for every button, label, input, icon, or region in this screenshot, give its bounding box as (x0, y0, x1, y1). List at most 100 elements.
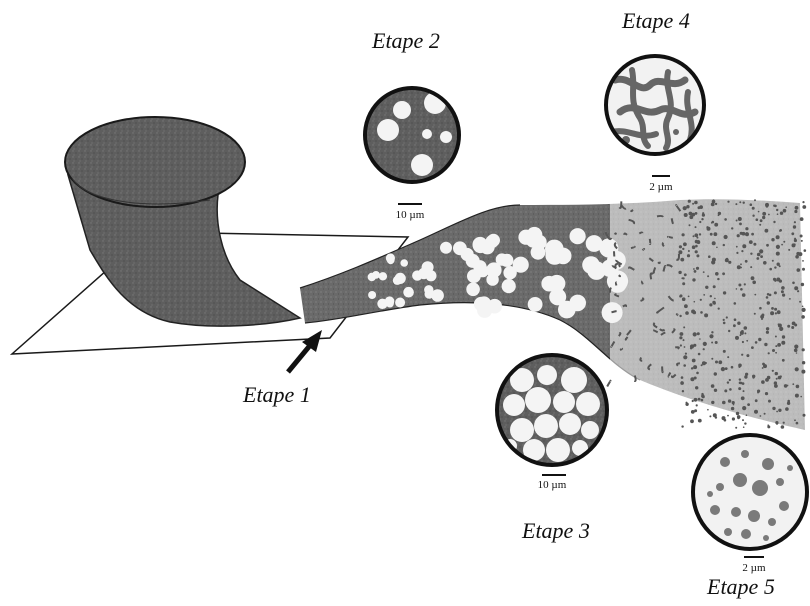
fine-dispersed-particle (707, 491, 713, 497)
fine-particle (715, 341, 718, 344)
fine-particle (779, 229, 782, 232)
fine-particle (795, 206, 799, 210)
fine-particle (800, 235, 803, 238)
fine-particle (737, 234, 740, 237)
fine-particle (781, 341, 785, 345)
fine-particle (695, 250, 698, 253)
fine-particle (714, 389, 717, 392)
strand-droplet (395, 298, 405, 308)
fine-particle (738, 364, 742, 368)
network-segment (619, 264, 620, 267)
fine-particle (680, 332, 684, 336)
fine-particle (760, 219, 763, 222)
fine-particle (766, 331, 769, 334)
fine-particle (757, 253, 761, 257)
fine-particle (778, 323, 780, 325)
fine-particle (710, 295, 712, 297)
fine-particle (714, 372, 717, 375)
strand-droplet (467, 269, 481, 283)
fine-particle (735, 203, 737, 205)
fine-particle (711, 342, 713, 344)
fine-particle (692, 203, 694, 205)
fine-particle (712, 301, 715, 304)
fine-particle (741, 330, 744, 333)
fine-particle (774, 384, 778, 388)
fine-dispersed-particle (733, 473, 747, 487)
fine-particle (752, 207, 755, 210)
fine-particle (745, 232, 749, 236)
fine-particle (683, 326, 685, 328)
fine-particle (712, 200, 716, 204)
fine-particle (727, 415, 729, 417)
fine-particle (723, 244, 725, 246)
fine-particle (762, 212, 766, 216)
fine-particle (776, 235, 780, 239)
fine-particle (693, 332, 697, 336)
strand-droplet (368, 291, 376, 299)
step5-label: Etape 5 (706, 574, 775, 599)
fine-particle (713, 285, 716, 288)
fine-particle (744, 332, 746, 334)
fine-particle (776, 378, 778, 380)
fine-particle (715, 272, 719, 276)
fine-particle (781, 286, 785, 290)
fine-particle (768, 214, 770, 216)
fine-particle (714, 298, 716, 300)
network-segment (623, 305, 626, 307)
fine-particle (693, 311, 696, 314)
strand-droplet (387, 256, 395, 264)
strand-droplet (532, 235, 547, 250)
fine-particle (794, 349, 798, 353)
fine-particle (692, 359, 696, 363)
fine-particle (741, 396, 745, 400)
strand-droplet (496, 253, 508, 265)
fine-particle (684, 304, 688, 308)
fine-particle (765, 392, 768, 395)
fine-particle (801, 283, 804, 286)
fine-particle (761, 380, 765, 384)
fine-particle (802, 308, 806, 312)
fine-particle (767, 425, 770, 428)
fine-particle (683, 242, 687, 246)
fine-particle (711, 401, 714, 404)
fine-particle (694, 398, 698, 402)
fine-particle (781, 425, 785, 429)
fine-particle (772, 407, 775, 410)
fine-particle (755, 341, 758, 344)
fine-particle (688, 250, 690, 252)
fine-particle (739, 382, 742, 385)
fine-particle (687, 254, 690, 257)
fine-dispersed-particle (763, 535, 769, 541)
fine-particle (684, 346, 686, 348)
step5-scale-label: 2 µm (742, 562, 766, 574)
fine-particle (724, 389, 727, 392)
step3-label: Etape 3 (521, 518, 590, 543)
fine-particle (803, 414, 806, 417)
fine-particle (756, 257, 759, 260)
fine-particle (781, 244, 783, 246)
fine-particle (750, 203, 753, 206)
packed-droplet (553, 391, 575, 413)
fine-particle (723, 322, 726, 325)
fine-particle (742, 232, 746, 236)
strand-droplet (473, 237, 488, 252)
fine-particle (783, 209, 787, 213)
fine-particle (679, 336, 682, 339)
fine-particle (746, 414, 748, 416)
packed-droplet (525, 387, 551, 413)
fine-particle (782, 294, 785, 297)
strand-droplet (570, 228, 586, 244)
step4-scale-label: 2 µm (649, 181, 673, 193)
fine-particle (759, 249, 763, 253)
fine-particle (693, 365, 697, 369)
fine-particle (731, 366, 734, 369)
fine-particle (751, 346, 754, 349)
fine-particle (744, 422, 746, 424)
fine-particle (698, 419, 702, 423)
fine-particle (766, 244, 769, 247)
packed-droplet (503, 394, 525, 416)
fine-particle (746, 354, 749, 357)
fine-particle (794, 419, 796, 421)
network-segment (612, 311, 617, 312)
